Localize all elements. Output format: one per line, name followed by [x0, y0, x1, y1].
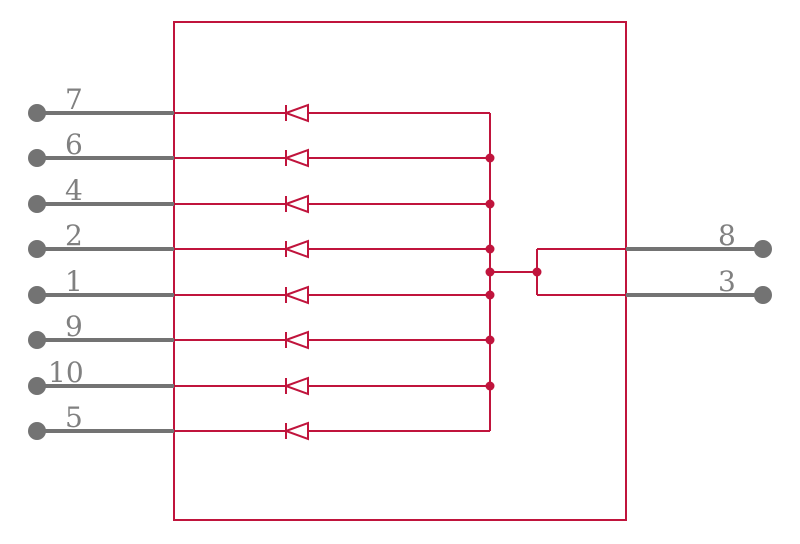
diode-triangle: [283, 421, 309, 441]
left-pin-5: 5: [28, 401, 174, 440]
pin-number-label: 6: [65, 128, 83, 161]
diode-triangle: [283, 376, 309, 396]
diode: [174, 330, 495, 350]
diode: [174, 148, 495, 168]
pin-terminal: [28, 240, 46, 258]
pin-number-label: 4: [65, 174, 83, 207]
left-pin-7: 7: [28, 83, 174, 122]
left-pin-1: 1: [28, 265, 174, 304]
pin-number-label: 5: [65, 401, 83, 434]
right-pin-8: 8: [537, 219, 772, 258]
pin-terminal: [754, 286, 772, 304]
right-pin-3: 3: [537, 265, 772, 304]
pin-terminal: [754, 240, 772, 258]
left-pin-group: 7 6 4 2 1 9 10 5: [28, 83, 174, 440]
pin-number-label: 9: [65, 310, 83, 343]
diode: [174, 103, 490, 123]
diode-triangle: [283, 239, 309, 259]
pin-terminal: [28, 286, 46, 304]
diode-triangle: [283, 285, 309, 305]
diode: [174, 194, 495, 214]
diode: [174, 421, 490, 441]
pin-number-label: 7: [65, 83, 83, 116]
pin-terminal: [28, 104, 46, 122]
diode-triangle: [283, 330, 309, 350]
pin-number-label: 8: [718, 219, 736, 252]
common-bus: [485, 113, 542, 431]
left-pin-10: 10: [28, 356, 174, 395]
diode: [174, 376, 495, 396]
pin-number-label: 3: [718, 265, 736, 298]
pin-terminal: [28, 422, 46, 440]
junction-dot: [485, 267, 495, 277]
left-pin-6: 6: [28, 128, 174, 167]
left-pin-9: 9: [28, 310, 174, 349]
diode-triangle: [283, 194, 309, 214]
diode-triangle: [283, 103, 309, 123]
pin-terminal: [28, 331, 46, 349]
pin-terminal: [28, 195, 46, 213]
pin-number-label: 2: [65, 219, 83, 252]
pin-terminal: [28, 377, 46, 395]
right-pin-group: 83: [537, 219, 772, 304]
pin-number-label: 1: [65, 265, 83, 298]
diode: [174, 285, 495, 305]
diode-triangle: [283, 148, 309, 168]
component-body: [173, 21, 627, 521]
pin-terminal: [28, 149, 46, 167]
pin-number-label: 10: [48, 356, 84, 389]
left-pin-4: 4: [28, 174, 174, 213]
diode-array: [174, 103, 495, 441]
diode: [174, 239, 495, 259]
left-pin-2: 2: [28, 219, 174, 258]
